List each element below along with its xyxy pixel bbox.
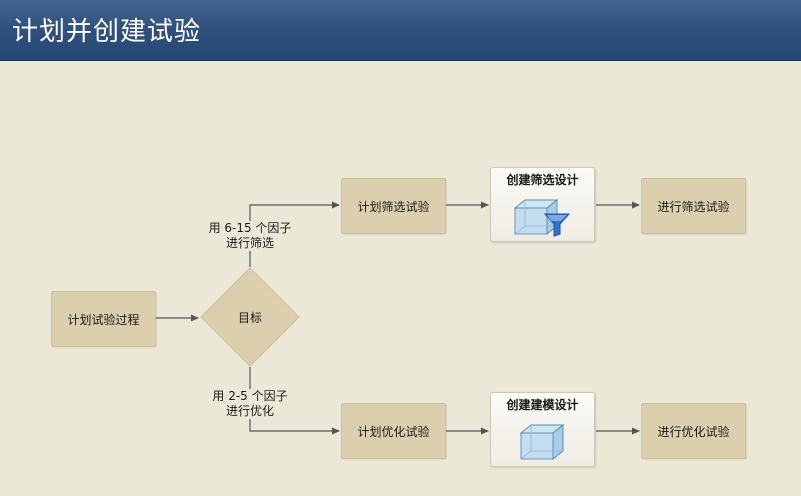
goal-diamond-shape <box>200 267 300 367</box>
cube-with-funnel-icon <box>513 198 571 237</box>
goal-label: 目标 <box>237 311 262 325</box>
goal-decision[interactable]: 目标 <box>200 267 300 367</box>
create-screening-design-button[interactable]: 创建筛选设计 <box>490 167 595 242</box>
optimization-note-line2: 进行优化 <box>225 404 274 418</box>
run-screening-box[interactable]: 进行筛选试验 <box>641 178 746 234</box>
create-modeling-design-button[interactable]: 创建建模设计 <box>490 392 595 467</box>
run-optimization-box[interactable]: 进行优化试验 <box>641 403 746 459</box>
cube-icon <box>519 423 565 461</box>
plan-process-box[interactable]: 计划试验过程 <box>51 291 156 347</box>
create-modeling-design-label: 创建建模设计 <box>506 398 579 412</box>
optimization-note-line1: 用 2-5 个因子 <box>212 389 288 403</box>
page-title: 计划并创建试验 <box>12 17 202 47</box>
arrow-goal-to-optimization <box>249 367 340 435</box>
screening-note-line2: 进行筛选 <box>225 236 274 250</box>
screening-branch-note: 用 6-15 个因子 进行筛选 <box>205 221 295 251</box>
screening-note-line1: 用 6-15 个因子 <box>208 221 292 235</box>
create-screening-design-label: 创建筛选设计 <box>506 173 579 187</box>
plan-optimization-box[interactable]: 计划优化试验 <box>341 403 446 459</box>
plan-screening-box[interactable]: 计划筛选试验 <box>341 178 446 234</box>
optimization-branch-note: 用 2-5 个因子 进行优化 <box>205 389 295 419</box>
title-bar: 计划并创建试验 <box>0 0 801 61</box>
